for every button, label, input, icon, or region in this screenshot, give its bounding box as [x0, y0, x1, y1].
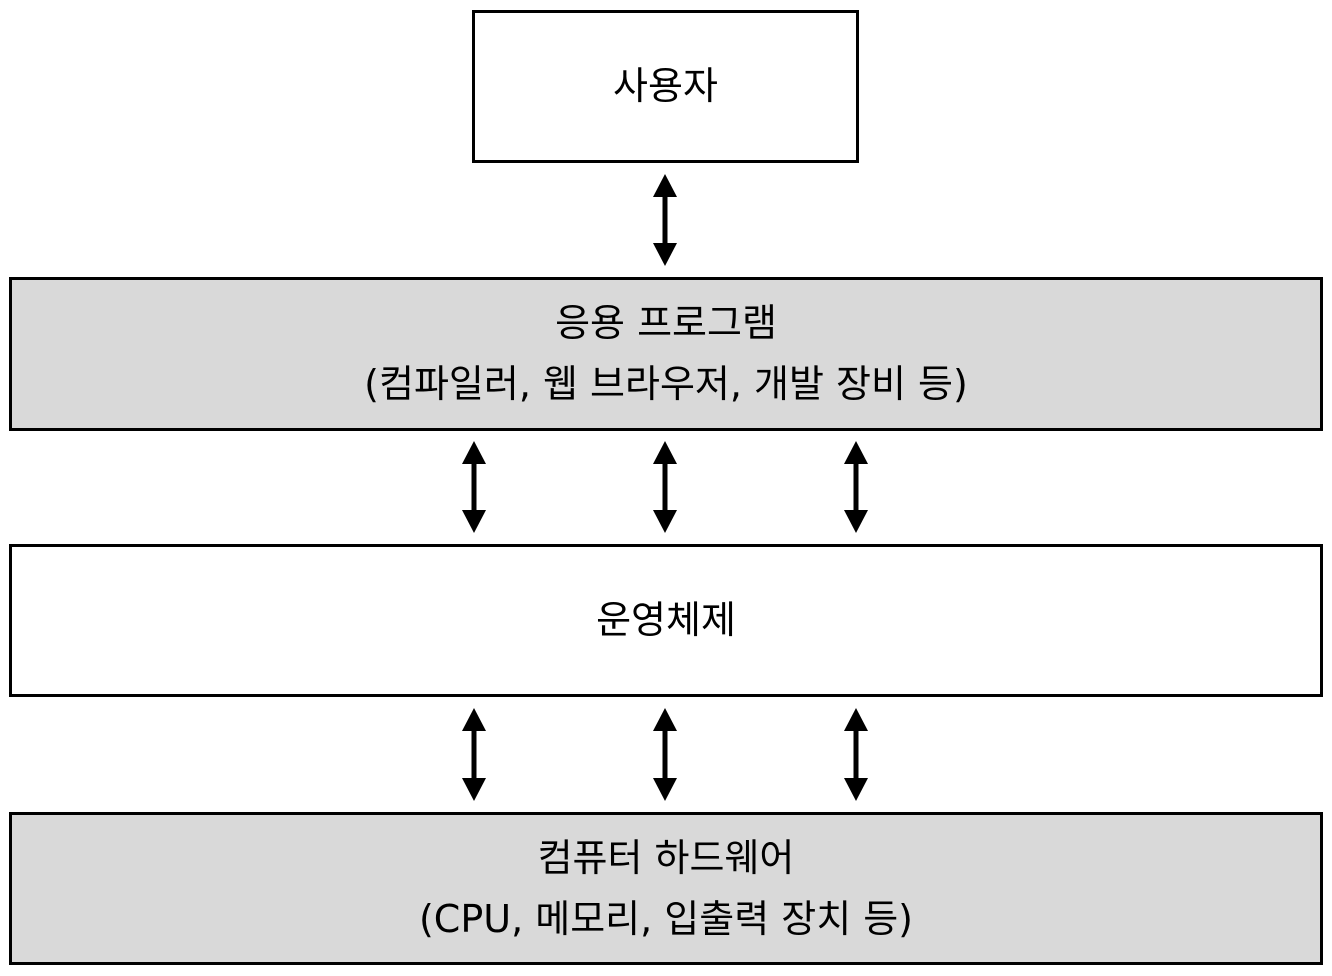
arrow-applications-os-right	[844, 441, 868, 533]
hardware-label: 컴퓨터 하드웨어	[537, 835, 795, 880]
applications-examples: (컴파일러, 웹 브라우저, 개발 장비 등)	[364, 362, 968, 406]
arrow-applications-os-center	[653, 441, 677, 533]
user-label: 사용자	[613, 64, 718, 109]
arrow-os-hardware-right	[844, 708, 868, 801]
operating-system-label: 운영체제	[596, 598, 736, 643]
operating-system-box: 운영체제	[9, 544, 1323, 697]
hardware-box: 컴퓨터 하드웨어 (CPU, 메모리, 입출력 장치 등)	[9, 812, 1323, 965]
arrow-user-applications	[653, 174, 677, 266]
arrow-applications-os-left	[462, 441, 486, 533]
applications-label: 응용 프로그램	[555, 301, 777, 346]
arrow-os-hardware-center	[653, 708, 677, 801]
user-box: 사용자	[472, 10, 859, 163]
arrow-os-hardware-left	[462, 708, 486, 801]
hardware-examples: (CPU, 메모리, 입출력 장치 등)	[418, 896, 914, 941]
applications-box: 응용 프로그램 (컴파일러, 웹 브라우저, 개발 장비 등)	[9, 277, 1323, 431]
